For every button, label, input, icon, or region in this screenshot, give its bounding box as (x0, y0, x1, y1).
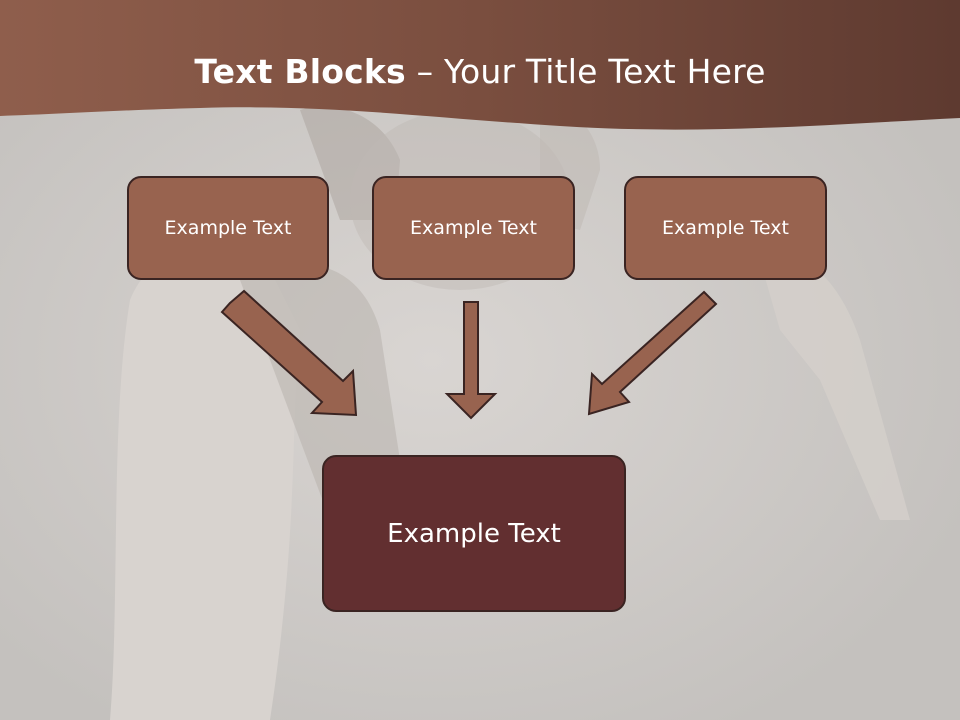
header-band (0, 0, 960, 130)
target-text-block: Example Text (322, 455, 626, 612)
arrow-center (444, 301, 498, 420)
arrow-left (220, 289, 358, 417)
title-bold: Text Blocks (194, 52, 406, 91)
title-rest: Your Title Text Here (443, 52, 766, 91)
title-dash: – (405, 52, 444, 91)
text-block-center: Example Text (372, 176, 575, 280)
text-block-left: Example Text (127, 176, 329, 280)
text-block-right: Example Text (624, 176, 827, 280)
slide-title: Text Blocks – Your Title Text Here (0, 52, 960, 91)
arrow-right (587, 290, 718, 416)
